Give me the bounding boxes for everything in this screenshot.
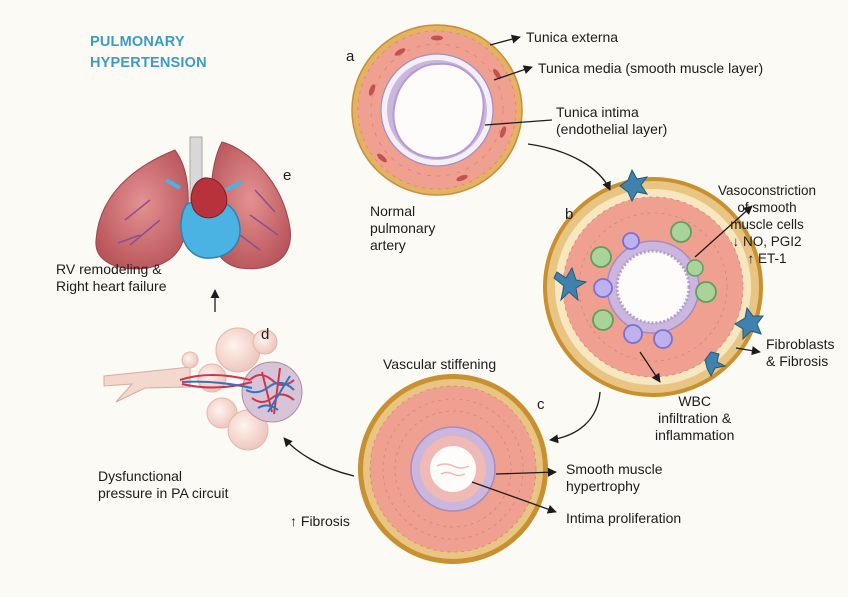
diagram-title: PULMONARY HYPERTENSION <box>90 32 207 74</box>
stiffened-artery-cross-section <box>358 374 548 564</box>
panel-letter-b: b <box>565 206 573 223</box>
label-tunica-externa: Tunica externa <box>526 29 618 46</box>
label-increased-fibrosis: ↑ Fibrosis <box>290 513 350 530</box>
label-wbc-infiltration: WBC infiltration & inflammation <box>655 393 734 444</box>
label-tunica-intima: Tunica intima (endothelial layer) <box>556 104 667 138</box>
panel-letter-a: a <box>346 48 354 65</box>
arrow-a-to-b <box>528 144 610 190</box>
label-dysfunctional-pressure: Dysfunctional pressure in PA circuit <box>98 468 228 502</box>
label-fibroblasts-fibrosis: Fibroblasts & Fibrosis <box>766 336 834 370</box>
panel-letter-c: c <box>537 396 545 413</box>
label-smooth-muscle-hypertrophy: Smooth muscle hypertrophy <box>566 461 662 495</box>
normal-artery-cross-section <box>352 25 522 195</box>
panel-letter-e: e <box>283 167 291 184</box>
arrow-b-to-c <box>550 392 600 440</box>
label-vasoconstriction: Vasoconstriction of smooth muscle cells … <box>718 182 816 267</box>
label-rv-remodeling: RV remodeling & Right heart failure <box>56 261 167 295</box>
heart-lungs-illustration <box>96 137 291 269</box>
panel-letter-d: d <box>261 326 269 343</box>
title-line-2: HYPERTENSION <box>90 53 207 74</box>
title-line-1: PULMONARY <box>90 32 207 53</box>
label-vascular-stiffening: Vascular stiffening <box>383 356 496 373</box>
label-intima-proliferation: Intima proliferation <box>566 510 681 527</box>
label-tunica-media: Tunica media (smooth muscle layer) <box>538 60 763 77</box>
pulmonary-vasculature-illustration <box>104 328 302 450</box>
label-normal-pulmonary-artery: Normal pulmonary artery <box>370 203 435 254</box>
arrow-c-to-d <box>284 438 354 476</box>
